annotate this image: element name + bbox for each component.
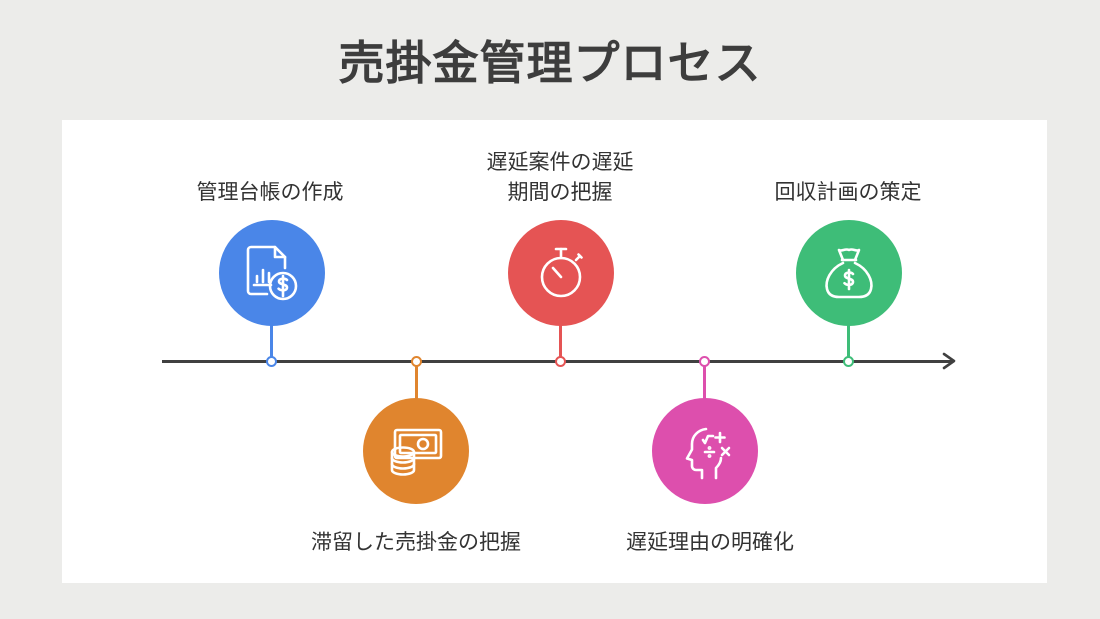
timeline-arrowhead-icon: [942, 352, 956, 370]
step-5-label: 回収計画の策定: [774, 180, 922, 204]
step-1-circle: [219, 220, 325, 326]
step-1-label: 管理台帳の作成: [196, 180, 344, 204]
step-1-connector: [270, 322, 273, 357]
step-3-circle: [508, 220, 614, 326]
step-3-label: 遅延案件の遅延 期間の把握: [486, 150, 634, 204]
head-math-icon: [685, 427, 731, 480]
step-5-marker: [843, 356, 854, 367]
step-5-connector: [847, 322, 850, 357]
step-2-label: 滞留した売掛金の把握: [311, 530, 521, 554]
money-bag-icon: [825, 248, 873, 299]
step-4-circle: [652, 398, 758, 504]
page-title: 売掛金管理プロセス: [338, 36, 762, 90]
step-5-circle: [796, 220, 902, 326]
step-2-marker: [411, 356, 422, 367]
ledger-dollar-icon: [246, 245, 298, 301]
step-3-marker: [555, 356, 566, 367]
step-2-connector: [415, 365, 418, 401]
step-3-connector: [559, 322, 562, 357]
stopwatch-icon: [540, 247, 583, 298]
step-4-label: 遅延理由の明確化: [626, 530, 794, 554]
step-2-circle: [363, 398, 469, 504]
step-4-connector: [703, 365, 706, 401]
step-4-marker: [699, 356, 710, 367]
diagram-panel: [62, 120, 1047, 583]
step-1-marker: [266, 356, 277, 367]
cash-coins-icon: [390, 428, 443, 476]
